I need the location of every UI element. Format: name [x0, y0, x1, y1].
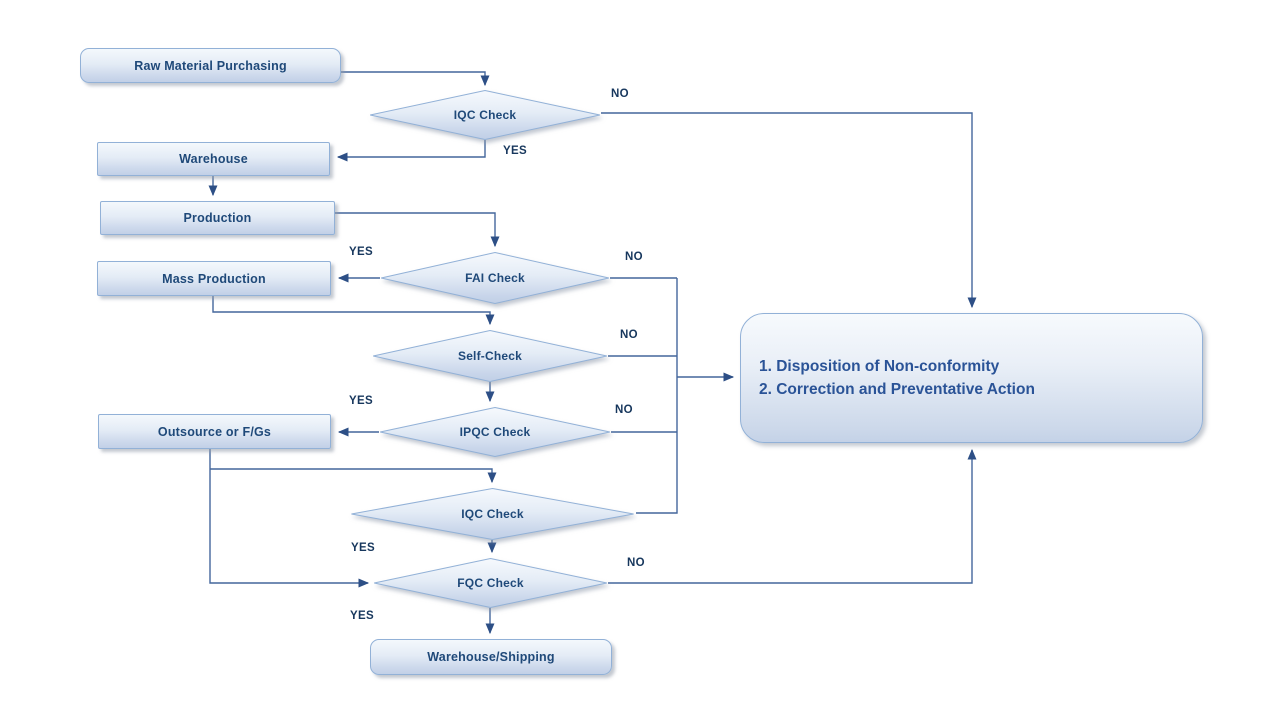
edge-label-iqc2-yes: YES — [351, 542, 375, 554]
process-nonconformity-action: 1. Disposition of Non-conformity 2. Corr… — [740, 313, 1203, 443]
node-label: Raw Material Purchasing — [134, 58, 287, 73]
node-label: Warehouse — [179, 152, 248, 166]
diamond-shape — [372, 330, 608, 382]
edge-label-iqc1-no: NO — [611, 88, 629, 100]
action-line-1: 1. Disposition of Non-conformity — [759, 358, 1000, 375]
node-label: FQC Check — [457, 576, 524, 590]
edge-label-iqc1-yes: YES — [503, 145, 527, 157]
decision-fai-check: FAI Check — [380, 252, 610, 304]
process-outsource-or-fgs: Outsource or F/Gs — [98, 414, 331, 449]
node-label: Warehouse/Shipping — [427, 650, 555, 664]
node-label: Mass Production — [162, 271, 266, 286]
diamond-shape — [369, 90, 601, 140]
edge-label-ipqc-yes: YES — [349, 395, 373, 407]
node-label: FAI Check — [465, 271, 525, 285]
edge-label-fai-yes: YES — [349, 246, 373, 258]
edge-label-self-no: NO — [620, 329, 638, 341]
diamond-shape — [350, 488, 635, 540]
node-label: IQC Check — [453, 108, 517, 122]
node-label: Production — [183, 211, 252, 225]
decision-iqc-check-1: IQC Check — [369, 90, 601, 140]
decision-iqc-check-2: IQC Check — [350, 488, 635, 540]
decision-fqc-check: FQC Check — [373, 558, 608, 608]
node-label: Outsource or F/Gs — [157, 424, 272, 439]
diamond-shape — [373, 558, 608, 608]
process-warehouse: Warehouse — [97, 142, 330, 176]
diamond-shape — [380, 252, 610, 304]
node-label: IPQC Check — [459, 425, 531, 439]
action-line-2: 2. Correction and Preventative Action — [759, 381, 1035, 398]
diamond-shape — [379, 407, 611, 457]
edge-label-fqc-no: NO — [627, 557, 645, 569]
decision-self-check: Self-Check — [372, 330, 608, 382]
process-mass-production: Mass Production — [97, 261, 331, 296]
edge-label-ipqc-no: NO — [615, 404, 633, 416]
decision-ipqc-check: IPQC Check — [379, 407, 611, 457]
process-warehouse-shipping: Warehouse/Shipping — [370, 639, 612, 675]
node-label: IQC Check — [461, 507, 524, 521]
process-raw-material-purchasing: Raw Material Purchasing — [80, 48, 341, 83]
edge-label-fqc-yes: YES — [350, 610, 374, 622]
node-label: Self-Check — [457, 349, 523, 363]
edge-label-fai-no: NO — [625, 251, 643, 263]
process-production: Production — [100, 201, 335, 235]
